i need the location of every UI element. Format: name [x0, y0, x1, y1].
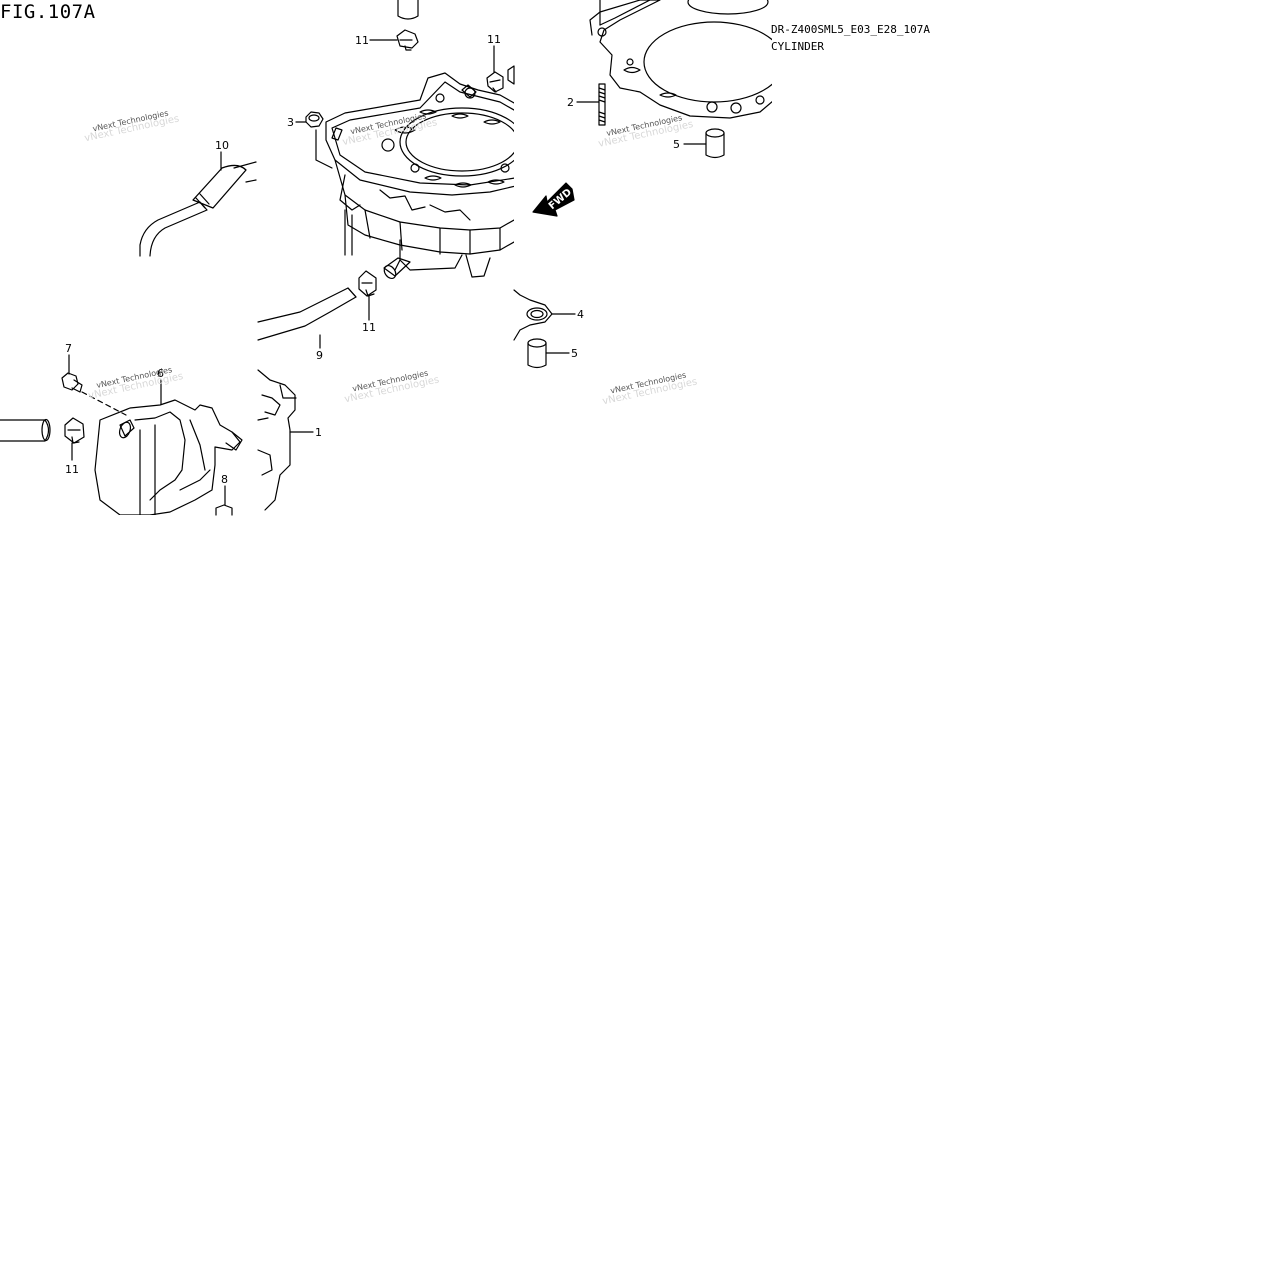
callout-6-label: 6 [157, 367, 164, 380]
short-hose [0, 418, 51, 442]
hose-clamp-11-left [64, 417, 85, 444]
callout-6: 6 [157, 367, 164, 405]
callout-5-lower-label: 5 [571, 347, 578, 360]
cylinder-body [315, 72, 514, 280]
hose-clamp-11-upper-right [486, 65, 515, 93]
bolt-7 [61, 372, 83, 393]
callout-3-label: 3 [287, 116, 294, 129]
callout-8-label: 8 [221, 473, 228, 486]
callout-7: 7 [65, 342, 72, 375]
callout-8: 8 [221, 473, 228, 506]
assembly-line-bolt-7 [81, 391, 127, 416]
stud-bolt-2 [598, 83, 606, 126]
watermark-1: vNext Technologies vNext Technologies [83, 109, 180, 145]
water-hose-10 [139, 161, 257, 257]
cylinder-base-partial [257, 369, 297, 511]
callout-11-upper-right: 11 [487, 33, 501, 73]
callout-9: 9 [316, 334, 323, 362]
callout-5-lower: 5 [545, 347, 578, 360]
callout-11-top: 11 [355, 34, 398, 47]
water-pump-housing-6 [94, 399, 243, 515]
callout-11-upper-right-label: 11 [487, 33, 501, 46]
callout-11-middle-label: 11 [362, 321, 376, 334]
callout-1: 1 [289, 426, 322, 439]
callout-2: 2 [567, 96, 600, 109]
callout-11-left: 11 [65, 442, 79, 476]
callout-3: 3 [287, 116, 307, 129]
dowel-pin-5-upper [705, 128, 725, 159]
watermark-4: vNext Technologies vNext Technologies [87, 365, 184, 402]
callout-7-label: 7 [65, 342, 72, 355]
figure-title: FIG.107A [0, 1, 96, 23]
callout-11-left-label: 11 [65, 463, 79, 476]
callout-9-label: 9 [316, 349, 323, 362]
callout-1-label: 1 [315, 426, 322, 439]
callout-4: 4 [551, 308, 584, 321]
pipe-stub-top [397, 0, 419, 20]
bolt-8 [215, 504, 233, 516]
callout-4-label: 4 [577, 308, 584, 321]
hose-clamp-11-middle [358, 270, 377, 297]
water-hose-9 [257, 287, 357, 341]
cylinder-base-gasket [513, 289, 553, 341]
callout-5-upper-label: 5 [673, 138, 680, 151]
figure-code: DR-Z400SML5_E03_E28_107A [771, 23, 930, 36]
figure-name: CYLINDER [771, 40, 824, 53]
nut-3 [305, 111, 324, 128]
callout-10: 10 [215, 139, 229, 171]
dowel-pin-5-lower [527, 338, 547, 369]
watermark-2: vNext Technologies vNext Technologies [341, 111, 438, 148]
callout-11-top-label: 11 [355, 34, 369, 47]
cylinder-head-gasket [589, 0, 772, 119]
callout-2-label: 2 [567, 96, 574, 109]
fwd-arrow-icon: FWD [532, 182, 575, 217]
callout-10-label: 10 [215, 139, 229, 152]
callout-5-upper: 5 [673, 138, 707, 151]
hose-clamp-11-top [396, 29, 419, 51]
watermark-6: vNext Technologies vNext Technologies [601, 371, 698, 408]
callout-11-middle: 11 [362, 295, 376, 334]
watermark-5: vNext Technologies vNext Technologies [343, 369, 440, 406]
